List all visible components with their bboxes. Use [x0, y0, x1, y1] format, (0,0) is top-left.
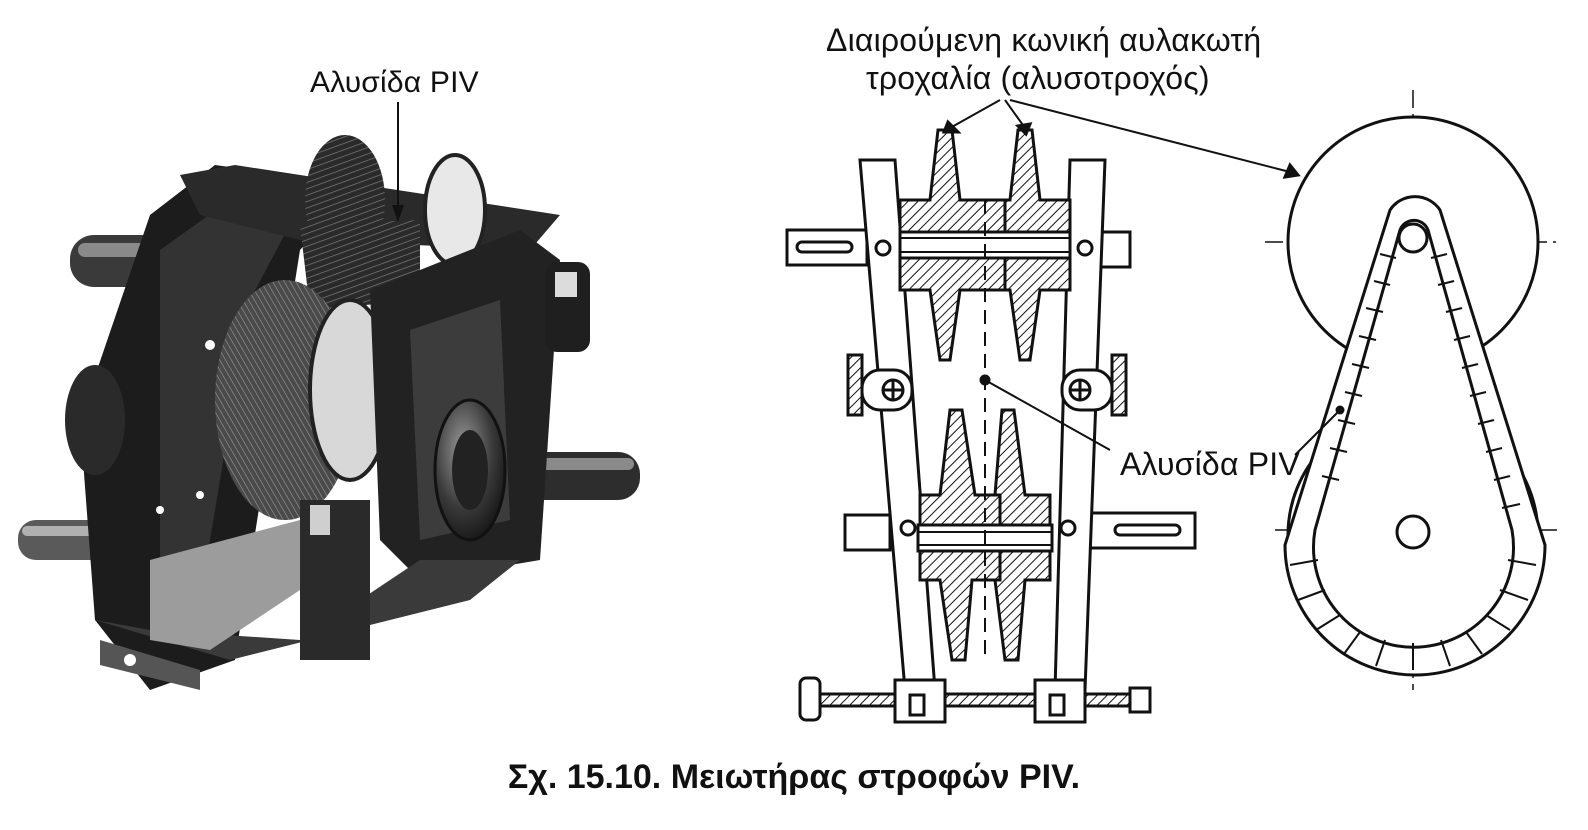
- adjust-handle: [798, 676, 822, 722]
- section-drawing: [785, 99, 1301, 724]
- chain-right-label: Αλυσίδα PIV: [1120, 446, 1300, 482]
- pulley-pointer-3: [1009, 99, 1291, 173]
- photo-chain-label: Αλυσίδα PIV: [310, 66, 479, 99]
- figure-caption: Σχ. 15.10. Μειωτήρας στροφών PIV.: [507, 758, 1081, 796]
- chain-drive-view: [1265, 90, 1560, 690]
- lever: [150, 520, 330, 650]
- pulley-label-line1: Διαιρούμενη κωνική αυλακωτή: [826, 22, 1262, 58]
- chain-links: [1289, 253, 1537, 670]
- lower-hub: [1395, 514, 1431, 550]
- adjust-screw: [818, 692, 1152, 708]
- upper-hub: [1397, 222, 1429, 254]
- gearbox-photo: [18, 102, 640, 690]
- pulley-label-line2: τροχαλία (αλυσοτροχός): [866, 60, 1210, 96]
- chain-pointer: [984, 379, 1111, 451]
- pulley-pointer-2: [1004, 99, 1026, 129]
- pulley-pointer-1: [949, 99, 1001, 129]
- chain-inner: [1312, 218, 1515, 649]
- chain-right-pointer: [1294, 409, 1341, 456]
